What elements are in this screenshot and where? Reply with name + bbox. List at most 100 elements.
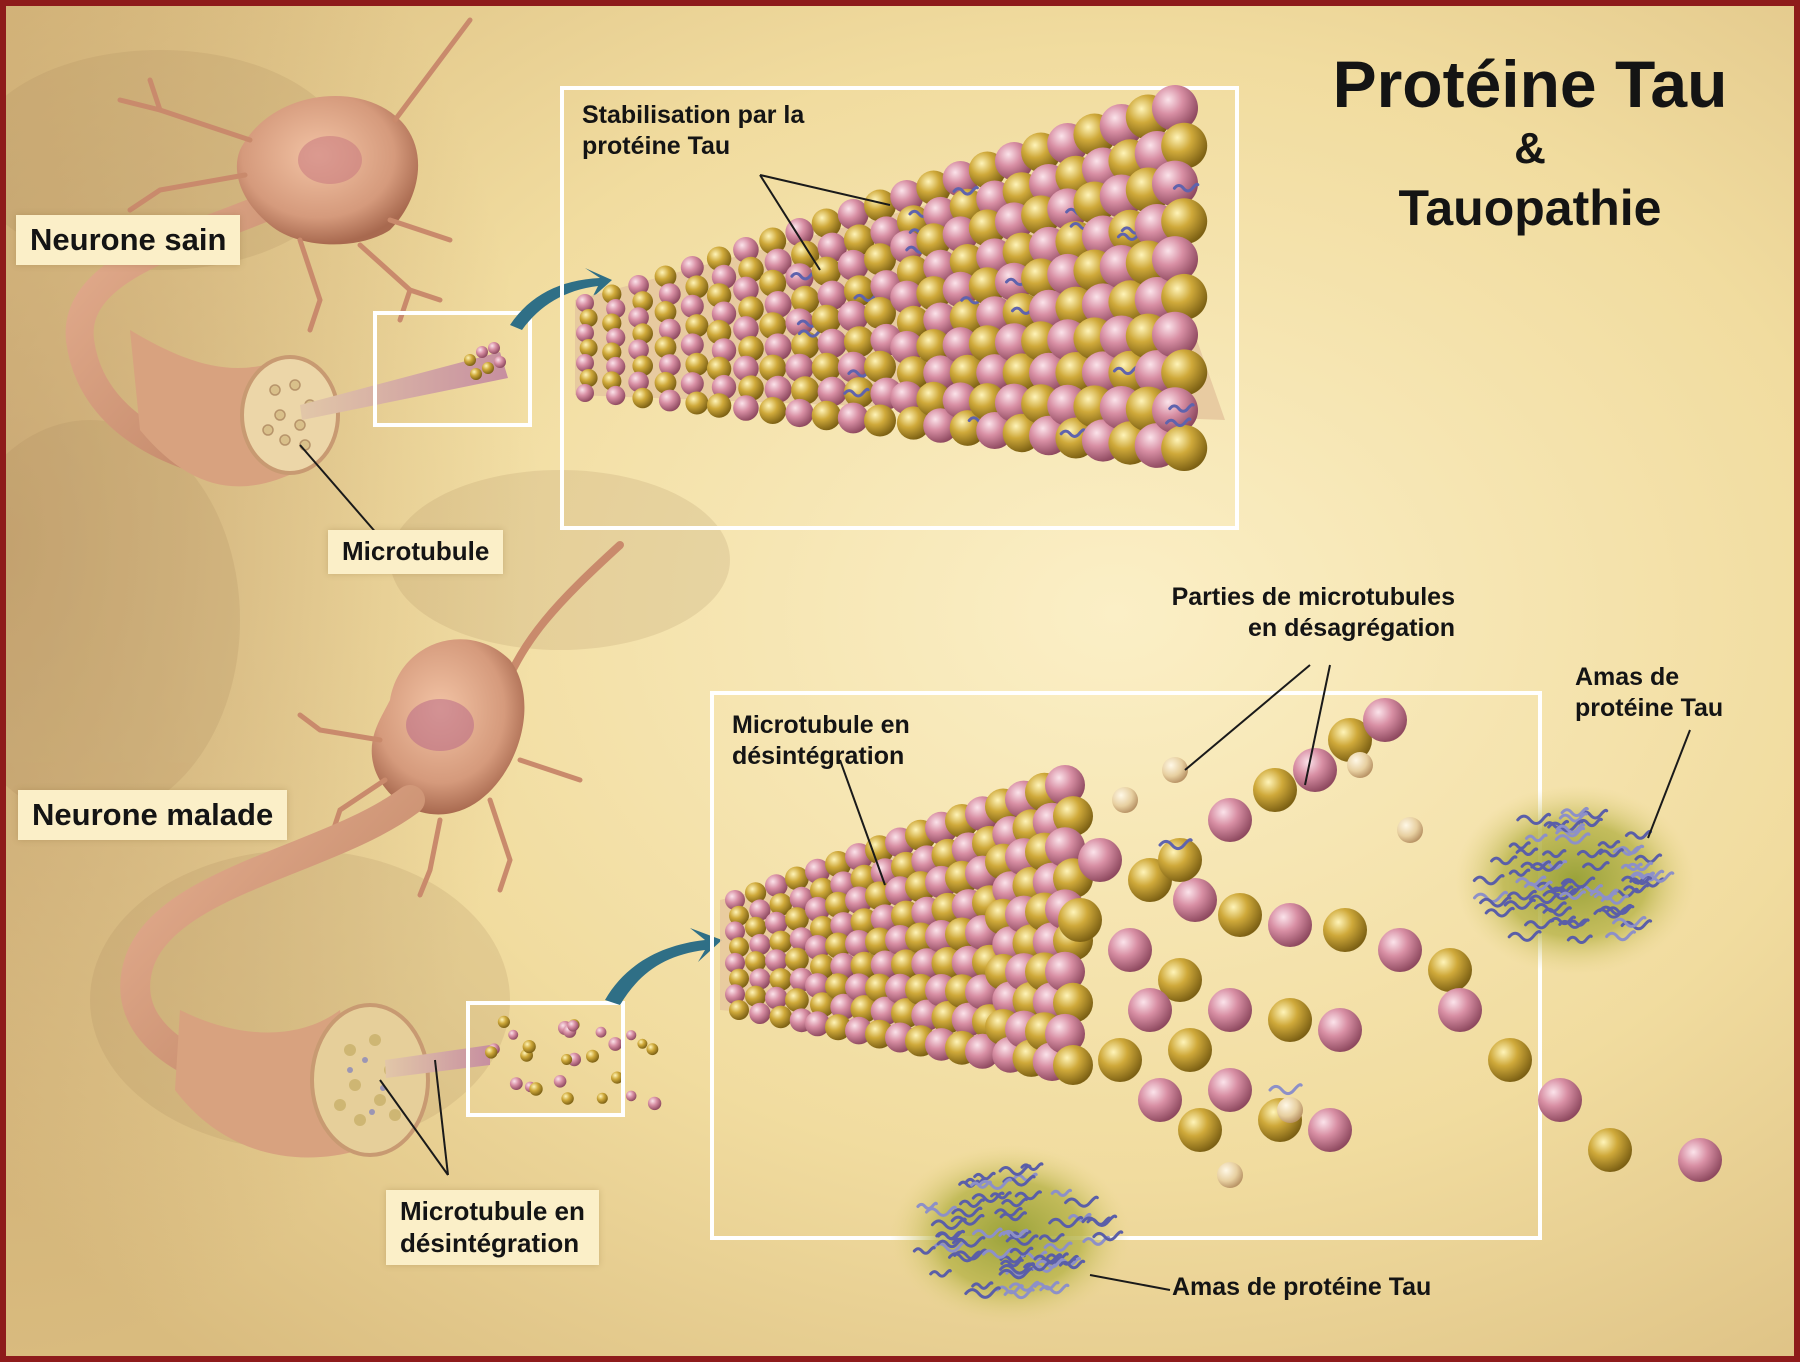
tubulin-bead <box>817 376 847 407</box>
tubulin-bead <box>830 952 857 980</box>
tau-protein-strand <box>1168 403 1195 413</box>
tubulin-bead <box>579 369 598 387</box>
tubulin-bead <box>769 968 793 991</box>
tubulin-bead <box>576 294 594 312</box>
tubulin-bead <box>791 285 820 314</box>
tubulin-bead <box>625 1090 637 1102</box>
tau-protein-strand <box>1530 860 1563 872</box>
tau-protein-strand <box>1158 838 1193 851</box>
tubulin-bead <box>1152 160 1198 207</box>
tubulin-bead <box>1678 1138 1722 1182</box>
tau-protein-strand <box>1058 1259 1086 1270</box>
tubulin-bead <box>586 1049 599 1063</box>
tubulin-bead <box>825 851 852 878</box>
label-tau-clump-bottom: Amas de protéine Tau <box>1172 1273 1432 1301</box>
tubulin-bead <box>837 249 869 281</box>
tau-protein-strand <box>1490 855 1518 866</box>
tubulin-bead <box>1158 838 1202 882</box>
tubulin-bead <box>1218 893 1262 937</box>
tubulin-bead <box>1347 752 1373 778</box>
tubulin-bead <box>916 381 951 417</box>
tubulin-bead <box>1162 757 1188 783</box>
tubulin-bead <box>769 930 793 954</box>
tubulin-bead <box>654 336 677 359</box>
tau-protein-strand <box>1503 898 1536 910</box>
tubulin-bead <box>870 950 900 980</box>
tubulin-bead <box>1168 1028 1212 1072</box>
tubulin-bead <box>1438 988 1482 1032</box>
tau-protein-strand <box>1033 1280 1060 1291</box>
tau-protein-strand <box>1000 1258 1024 1268</box>
tubulin-bead <box>923 408 958 443</box>
tau-protein-strand <box>1009 1246 1034 1256</box>
tubulin-bead <box>811 208 842 238</box>
tau-protein-strand <box>1542 906 1572 917</box>
tau-protein-strand <box>1559 890 1586 901</box>
tau-protein-strand <box>1549 915 1577 926</box>
tubulin-bead <box>843 224 875 256</box>
tau-protein-strand <box>1038 1232 1065 1243</box>
tau-protein-strand <box>1515 847 1539 857</box>
tau-protein-strand <box>1473 890 1509 903</box>
tau-protein-strand <box>1064 1195 1099 1208</box>
tubulin-bead <box>658 283 681 305</box>
tubulin-bead <box>608 1037 623 1051</box>
tubulin-bead <box>916 170 951 206</box>
tau-protein-strand <box>1092 1230 1124 1242</box>
label-microtubule: Microtubule <box>328 530 504 574</box>
tubulin-bead <box>1268 903 1312 947</box>
stable-microtubule <box>575 85 1225 471</box>
tubulin-bead <box>647 1096 662 1111</box>
tubulin-bead <box>1078 838 1122 882</box>
tubulin-bead <box>685 275 709 299</box>
tubulin-bead <box>658 354 681 376</box>
tubulin-bead <box>759 227 787 255</box>
tubulin-bead <box>1152 85 1198 131</box>
tubulin-bead <box>759 354 787 382</box>
tubulin-bead <box>817 328 847 359</box>
tubulin-bead <box>611 1071 624 1084</box>
tubulin-bead <box>522 1040 536 1054</box>
tubulin-bead <box>685 391 709 415</box>
tubulin-bead <box>509 1077 523 1090</box>
tubulin-bead <box>749 1002 771 1024</box>
tubulin-bead <box>602 371 622 391</box>
tubulin-bead <box>810 954 835 980</box>
tubulin-bead <box>602 313 622 333</box>
tubulin-bead <box>654 265 677 288</box>
tau-protein-strand <box>999 1211 1027 1222</box>
tubulin-bead <box>949 299 986 336</box>
tubulin-bead <box>497 1015 510 1028</box>
tubulin-bead <box>805 1011 830 1037</box>
tubulin-bead <box>561 1092 574 1105</box>
tubulin-bead <box>1428 948 1472 992</box>
tau-protein-strand <box>1507 929 1542 942</box>
tau-protein-strand <box>1068 1212 1092 1222</box>
label-microtubule-disintegrating-inset: Microtubule en désintégration <box>732 711 910 770</box>
tubulin-bead <box>1045 951 1085 992</box>
tubulin-bead <box>654 371 677 394</box>
tau-protein-strand <box>1165 417 1192 428</box>
tubulin-bead <box>745 916 767 938</box>
tubulin-bead <box>890 180 924 214</box>
tubulin-bead <box>680 333 704 357</box>
tubulin-bead <box>1161 198 1208 245</box>
tau-protein-strand <box>978 1178 1013 1190</box>
tubulin-bead <box>595 1026 607 1038</box>
tau-protein-strand <box>1620 919 1653 931</box>
tubulin-bead <box>1397 817 1423 843</box>
tau-protein-strand <box>1268 1083 1303 1096</box>
tubulin-bead <box>949 354 986 391</box>
tau-protein-strand <box>935 1229 966 1241</box>
tau-protein-strand <box>1032 1263 1058 1273</box>
tau-protein-strand <box>1555 826 1586 838</box>
tau-protein-strand <box>1624 829 1653 840</box>
tubulin-bead <box>553 1075 567 1088</box>
tubulin-bead <box>805 896 830 922</box>
tau-protein-strand <box>1558 812 1588 823</box>
disintegrating-microtubule <box>720 698 1722 1188</box>
tubulin-bead <box>1002 353 1041 392</box>
tubulin-bead <box>1208 988 1252 1032</box>
tubulin-bead <box>785 947 809 972</box>
tau-protein-strand <box>1020 1162 1044 1171</box>
